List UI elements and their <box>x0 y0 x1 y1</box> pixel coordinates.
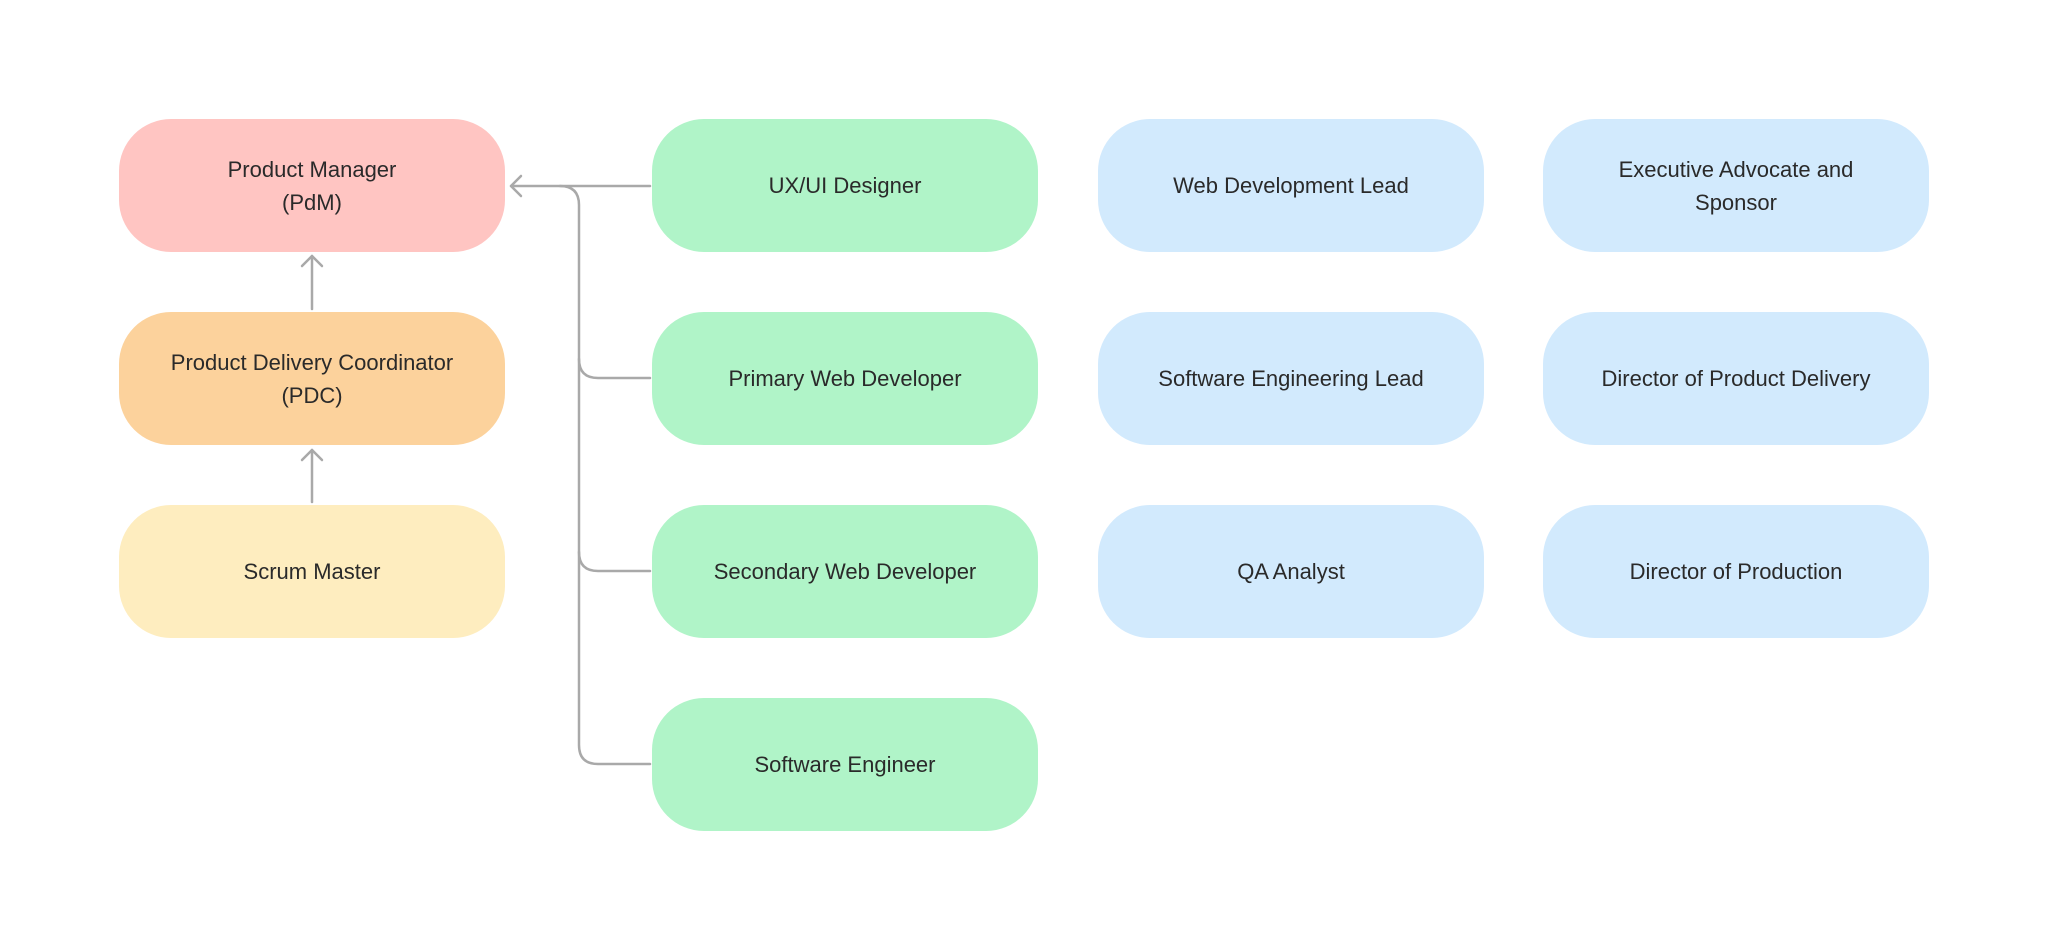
node-qa-analyst: QA Analyst <box>1098 505 1484 638</box>
node-ux-ui-designer-label: UX/UI Designer <box>768 173 922 198</box>
node-director-product-delivery: Director of Product Delivery <box>1543 312 1929 445</box>
arrowhead-pdm-right <box>509 174 523 198</box>
node-software-engineer: Software Engineer <box>652 698 1038 831</box>
node-ux-ui-designer: UX/UI Designer <box>652 119 1038 252</box>
node-qa-analyst-label: QA Analyst <box>1237 559 1345 584</box>
node-executive-advocate-sponsor-label: Executive Advocate and Sponsor <box>1618 156 1854 215</box>
node-product-manager: Product Manager (PdM) <box>119 119 505 252</box>
branch-secondary-web-dev <box>577 550 652 573</box>
node-primary-web-developer: Primary Web Developer <box>652 312 1038 445</box>
node-primary-web-developer-label: Primary Web Developer <box>728 366 962 391</box>
node-secondary-web-developer: Secondary Web Developer <box>652 505 1038 638</box>
bus-line <box>558 184 652 766</box>
node-director-product-delivery-label: Director of Product Delivery <box>1601 366 1871 391</box>
node-product-manager-label: Product Manager (PdM) <box>227 156 397 215</box>
node-director-production-label: Director of Production <box>1629 559 1843 584</box>
node-software-engineering-lead: Software Engineering Lead <box>1098 312 1484 445</box>
node-product-delivery-coordinator: Product Delivery Coordinator (PDC) <box>119 312 505 445</box>
node-software-engineering-lead-label: Software Engineering Lead <box>1158 366 1424 391</box>
node-scrum-master: Scrum Master <box>119 505 505 638</box>
arrowhead-pdm-bottom <box>300 254 324 268</box>
node-secondary-web-developer-label: Secondary Web Developer <box>713 559 977 584</box>
branch-primary-web-dev <box>577 357 652 380</box>
node-pdc-label: Product Delivery Coordinator (PDC) <box>170 349 454 408</box>
node-software-engineer-label: Software Engineer <box>754 752 936 777</box>
node-web-development-lead: Web Development Lead <box>1098 119 1484 252</box>
node-director-production: Director of Production <box>1543 505 1929 638</box>
arrowhead-pdc <box>300 448 324 462</box>
node-web-development-lead-label: Web Development Lead <box>1173 173 1409 198</box>
node-scrum-master-label: Scrum Master <box>243 559 381 584</box>
node-executive-advocate-sponsor: Executive Advocate and Sponsor <box>1543 119 1929 252</box>
